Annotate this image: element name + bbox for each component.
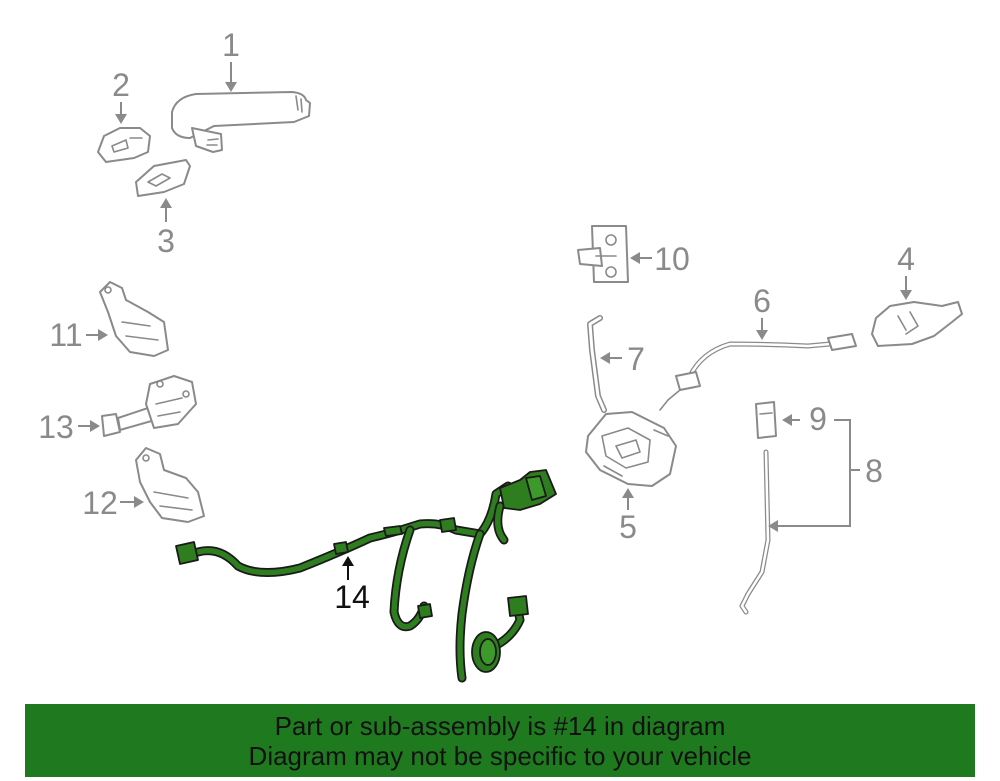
callout-12: 12 bbox=[82, 485, 118, 521]
harness-connector-main bbox=[499, 469, 557, 511]
callout-2: 2 bbox=[112, 67, 130, 103]
banner-line-1: Part or sub-assembly is #14 in diagram bbox=[274, 710, 726, 741]
arrow-14 bbox=[342, 556, 354, 566]
arrow-1 bbox=[225, 82, 237, 92]
arrow-9 bbox=[782, 414, 792, 426]
callout-3: 3 bbox=[157, 223, 175, 259]
callout-7: 7 bbox=[627, 341, 645, 377]
part-5-lock-actuator[interactable] bbox=[585, 411, 677, 487]
arrow-12 bbox=[134, 496, 144, 508]
arrow-7 bbox=[600, 352, 610, 364]
callout-4: 4 bbox=[897, 241, 915, 277]
callout-13: 13 bbox=[38, 409, 74, 445]
part-11-hinge[interactable] bbox=[99, 281, 169, 357]
part-6-cable[interactable] bbox=[659, 333, 857, 411]
callout-8: 8 bbox=[865, 453, 883, 489]
part-1-outside-handle[interactable] bbox=[171, 91, 311, 153]
callout-1: 1 bbox=[222, 27, 240, 63]
arrow-8 bbox=[768, 520, 778, 532]
part-9-grommet[interactable] bbox=[755, 401, 777, 439]
callout-14: 14 bbox=[334, 579, 370, 615]
part-14-wiring-harness[interactable] bbox=[175, 469, 557, 683]
callout-9: 9 bbox=[809, 401, 827, 437]
arrow-6 bbox=[756, 330, 768, 340]
arrow-10 bbox=[630, 252, 640, 264]
part-8-lock-rod[interactable] bbox=[739, 449, 771, 615]
arrow-5 bbox=[622, 488, 634, 498]
part-7-rod[interactable] bbox=[587, 315, 607, 413]
harness-connector-left bbox=[175, 541, 199, 565]
callout-6: 6 bbox=[753, 283, 771, 319]
banner-line-2: Diagram may not be specific to your vehi… bbox=[248, 740, 752, 771]
part-13-door-check[interactable] bbox=[101, 375, 197, 437]
arrow-11 bbox=[98, 329, 108, 341]
part-12-hinge[interactable] bbox=[135, 447, 205, 523]
harness-connector-bottom bbox=[507, 595, 529, 617]
parts-diagram: 1 2 3 10 4 6 bbox=[38, 27, 963, 683]
part-4-lock-cover[interactable] bbox=[871, 301, 963, 347]
part-10-striker[interactable] bbox=[577, 225, 629, 283]
arrow-4 bbox=[900, 290, 912, 300]
leader-8 bbox=[776, 419, 860, 527]
info-banner: Part or sub-assembly is #14 in diagram D… bbox=[25, 704, 975, 777]
arrow-2 bbox=[115, 114, 127, 124]
arrow-3 bbox=[160, 198, 172, 208]
part-3-handle-pad[interactable] bbox=[135, 159, 191, 197]
callout-5: 5 bbox=[619, 509, 637, 545]
arrow-13 bbox=[90, 420, 100, 432]
harness-connector-small bbox=[417, 603, 433, 619]
callout-10: 10 bbox=[654, 241, 690, 277]
part-2-handle-cap[interactable] bbox=[97, 127, 151, 163]
callout-11: 11 bbox=[49, 317, 82, 353]
